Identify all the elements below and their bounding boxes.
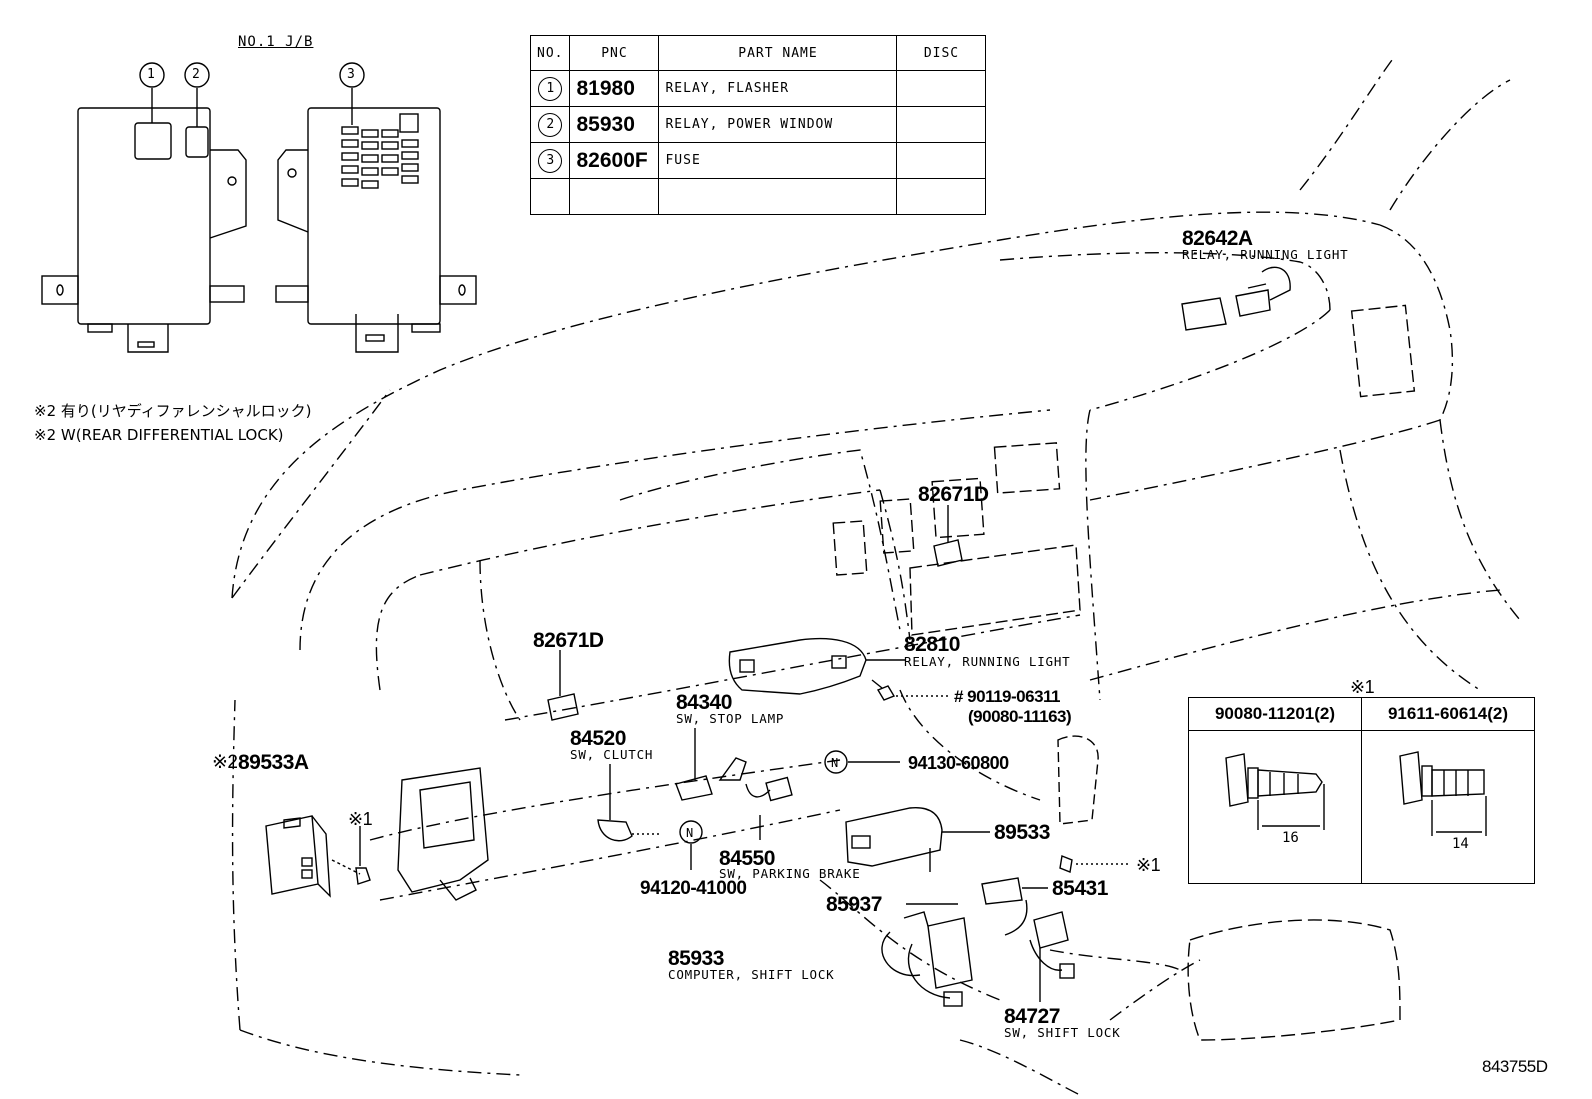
desc-84340: SW, STOP LAMP [676,711,785,726]
callout-1: 1 [147,67,155,82]
header-pnc: PNC [569,35,660,71]
row-disc [896,106,987,143]
armrest-drawing [1187,919,1401,1041]
row-pnc [569,178,660,215]
alt-90080-11163: (90080-11163) [968,707,1072,726]
pnc-89533a: 89533A [238,751,309,774]
dashboard-outline [231,59,1521,1096]
pnc-82671d-lower: 82671D [533,629,604,652]
row-no-circle: 2 [538,112,563,137]
bolt-table-mark: ※1 [1350,677,1375,697]
header-part-name: PART NAME [658,35,898,71]
pnc-85933: 85933 [668,947,724,970]
bolt-header-2: 91611-60614(2) [1361,697,1535,731]
shift-lock-cluster-drawing [881,855,1130,1007]
row-part-name [658,178,898,215]
pnc-94130-60800: 94130-60800 [908,753,1009,773]
table-row: 3 82600F FUSE [529,142,987,179]
n-mark-94130-text: N [831,756,839,770]
switch-84340-drawing [675,728,793,802]
computer-89533-drawing [845,807,990,872]
row-part-name: RELAY, FLASHER [658,70,898,107]
shift-console-drawing [1057,735,1099,825]
junction-block-back [275,62,477,353]
computer-89533a-drawing [265,815,371,898]
desc-82810: RELAY, RUNNING LIGHT [904,654,1071,669]
table-row [529,178,987,215]
row-part-name: RELAY, POWER WINDOW [658,106,898,143]
bolt-cell-1 [1188,730,1362,884]
bolt-length-1: 16 [1282,830,1299,846]
pnc-82671d-upper: 82671D [918,483,989,506]
relay-82810-drawing [728,637,906,695]
desc-84550: SW, PARKING BRAKE [719,866,861,881]
junction-block-title: NO.1 J/B [238,34,314,50]
callout-3: 3 [347,67,355,82]
row-disc [896,178,987,215]
gauge-pockets [832,304,1416,636]
table-row: 1 81980 RELAY, FLASHER [529,70,987,107]
n-mark-94130 [824,750,848,774]
switch-84520-drawing [597,764,662,842]
row-disc [896,70,987,107]
desc-85933: COMPUTER, SHIFT LOCK [668,967,835,982]
pnc-84727: 84727 [1004,1005,1060,1028]
pnc-84550: 84550 [719,847,775,870]
pnc-82810: 82810 [904,633,960,656]
diagram-id: 843755D [1482,1057,1548,1076]
bolt-length-2: 14 [1452,836,1469,852]
pnc-84520: 84520 [570,727,626,750]
header-no: NO. [529,35,571,71]
desc-84520: SW, CLUTCH [570,747,654,762]
table-row: 2 85930 RELAY, POWER WINDOW [529,106,987,143]
pnc-84340: 84340 [676,691,732,714]
n-mark-94120 [679,820,703,844]
bolt-90119-drawing [871,679,948,701]
row-no-circle: 1 [538,76,563,101]
n-mark-94120-text: N [686,826,694,840]
junction-block-front [41,62,247,353]
header-disc: DISC [896,35,987,71]
pnc-94120-41000: 94120-41000 [640,878,747,899]
row-no [529,178,571,215]
pnc-85937: 85937 [826,893,882,916]
note-english: ※2 W(REAR DIFFERENTIAL LOCK) [34,426,284,444]
pnc-85431: 85431 [1052,877,1108,900]
row-no-circle: 3 [538,148,563,173]
bolt-header-1: 90080-11201(2) [1188,697,1362,731]
pnc-90119: # 90119-06311 [954,687,1061,706]
pnc-89533: 89533 [994,821,1050,844]
ref-mark-1-right: ※1 [1136,855,1161,875]
note-japanese: ※2 有り(リヤディファレンシャルロック) [34,402,312,420]
bolt-table: 90080-11201(2) 91611-60614(2) [1188,697,1535,884]
relay-82671d-upper-drawing [933,505,963,567]
relay-82642a-drawing [1181,266,1291,331]
desc-84727: SW, SHIFT LOCK [1004,1025,1121,1040]
row-pnc: 81980 [569,70,660,107]
row-pnc: 82600F [569,142,660,179]
mark-89533a: ※2 [212,752,238,773]
pnc-82642a: 82642A [1182,227,1253,250]
bolt-cell-2 [1361,730,1535,884]
callout-2: 2 [192,67,200,82]
relay-82671d-lower-drawing [547,650,579,721]
row-pnc: 85930 [569,106,660,143]
row-disc [896,142,987,179]
junction-block-installed [397,767,489,901]
parts-table: NO. PNC PART NAME DISC 1 81980 RELAY, FL… [529,35,987,215]
desc-82642a: RELAY, RUNNING LIGHT [1182,247,1349,262]
row-part-name: FUSE [658,142,898,179]
ref-mark-1-left: ※1 [348,809,373,829]
